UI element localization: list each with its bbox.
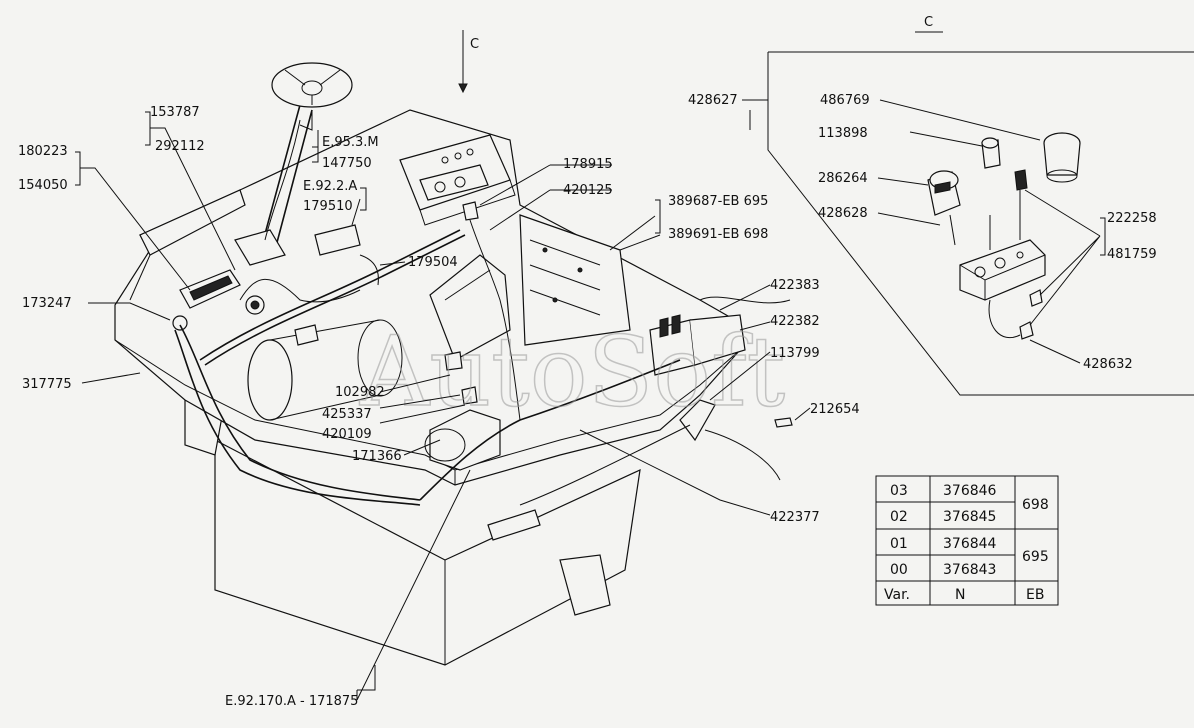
label-422377: 422377 (770, 510, 820, 525)
label-389691: 389691-EB 698 (668, 227, 768, 242)
view-marker: C C (458, 15, 943, 94)
label-212654: 212654 (810, 402, 860, 417)
table-eb-698: 698 (1022, 497, 1049, 513)
label-173247: 173247 (22, 296, 72, 311)
label-171366: 171366 (352, 449, 402, 464)
label-481759: 481759 (1107, 247, 1157, 262)
table-var-03: 03 (890, 483, 908, 499)
table-var-00: 00 (890, 562, 908, 578)
table-n-376843: 376843 (943, 562, 996, 578)
wiring-harness (174, 119, 791, 506)
variant-table: 03 376846 02 376845 01 376844 00 376843 … (875, 475, 1059, 606)
view-marker-label-detail: C (924, 15, 933, 30)
label-147750: 147750 (322, 156, 372, 171)
table-header-eb: EB (1026, 587, 1044, 603)
label-317775: 317775 (22, 377, 72, 392)
label-179504: 179504 (408, 255, 458, 270)
label-178915: 178915 (563, 157, 613, 172)
part-labels: 180223 154050 153787 292112 E.95.3.M 147… (18, 93, 1157, 709)
label-420125: 420125 (563, 183, 613, 198)
detail-view-c (767, 51, 1194, 396)
label-180223: 180223 (18, 144, 68, 159)
label-292112: 292112 (155, 139, 205, 154)
label-420109: 420109 (322, 427, 372, 442)
label-153787: 153787 (150, 105, 200, 120)
label-428627: 428627 (688, 93, 738, 108)
label-422383: 422383 (770, 278, 820, 293)
label-102982: 102982 (335, 385, 385, 400)
label-154050: 154050 (18, 178, 68, 193)
table-header-n: N (955, 587, 965, 603)
watermark: AutoSoft (359, 316, 785, 428)
label-E922A: E.92.2.A (303, 179, 357, 194)
label-486769: 486769 (820, 93, 870, 108)
label-E92170A: E.92.170.A - 171875 (225, 694, 358, 709)
table-n-376846: 376846 (943, 483, 997, 499)
label-113799: 113799 (770, 346, 820, 361)
label-113898: 113898 (818, 126, 868, 141)
label-422382: 422382 (770, 314, 820, 329)
table-eb-695: 695 (1022, 549, 1049, 565)
label-428628: 428628 (818, 206, 868, 221)
machine-body (114, 62, 793, 666)
label-389687: 389687-EB 695 (668, 194, 768, 209)
table-header-var: Var. (884, 587, 910, 603)
table-n-376844: 376844 (943, 536, 997, 552)
table-var-02: 02 (890, 509, 908, 525)
label-428632: 428632 (1083, 357, 1133, 372)
table-n-376845: 376845 (943, 509, 996, 525)
table-var-01: 01 (890, 536, 908, 552)
view-marker-label-top: C (470, 37, 479, 52)
leader-lines (75, 99, 1106, 701)
label-E953M: E.95.3.M (322, 135, 379, 150)
label-425337: 425337 (322, 407, 372, 422)
label-222258: 222258 (1107, 211, 1157, 226)
label-286264: 286264 (818, 171, 868, 186)
label-179510: 179510 (303, 199, 353, 214)
